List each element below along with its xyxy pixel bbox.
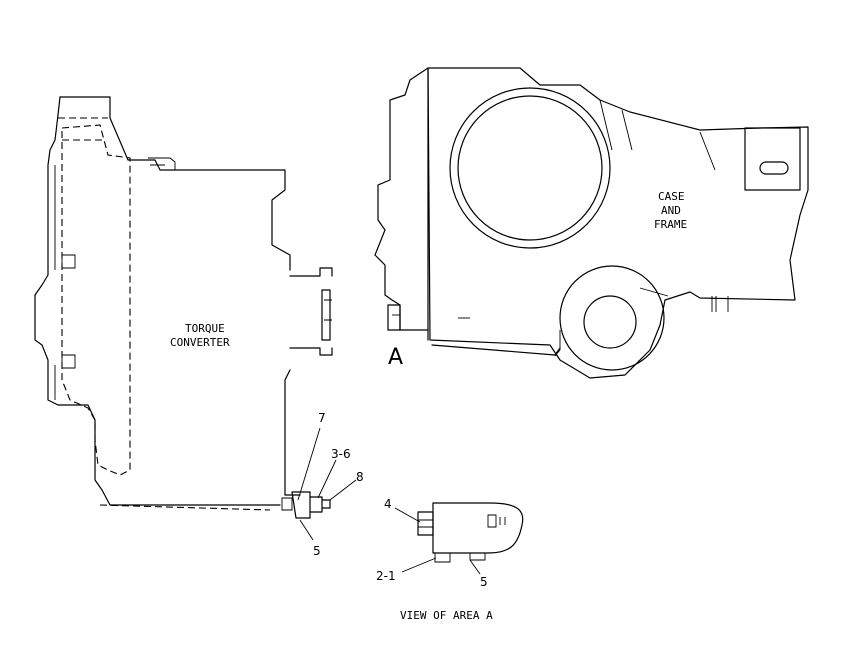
callout-7: 7 xyxy=(318,411,326,425)
callout-3-6: 3-6 xyxy=(331,447,351,461)
case-and-frame-label-line2: AND xyxy=(661,204,681,217)
detail-callout-leaders xyxy=(394,507,481,575)
area-a-detail-drawing xyxy=(417,502,524,563)
torque-converter-label-line1: TORQUE xyxy=(185,322,225,335)
case-and-frame-label-line3: FRAME xyxy=(654,218,687,231)
callout-5: 5 xyxy=(313,544,321,558)
detail-callout-2-1: 2-1 xyxy=(376,569,396,583)
torque-converter-label-line2: CONVERTER xyxy=(170,336,230,349)
callout-8: 8 xyxy=(356,470,364,484)
detail-callout-5: 5 xyxy=(480,575,488,589)
view-caption: VIEW OF AREA A xyxy=(400,609,493,622)
case-and-frame-drawing xyxy=(374,67,809,379)
main-callout-leaders xyxy=(297,427,357,541)
case-and-frame-label-line1: CASE xyxy=(658,190,685,203)
torque-converter-drawing xyxy=(34,96,333,519)
detail-callout-4: 4 xyxy=(384,497,392,511)
area-marker-a: A xyxy=(388,345,403,370)
